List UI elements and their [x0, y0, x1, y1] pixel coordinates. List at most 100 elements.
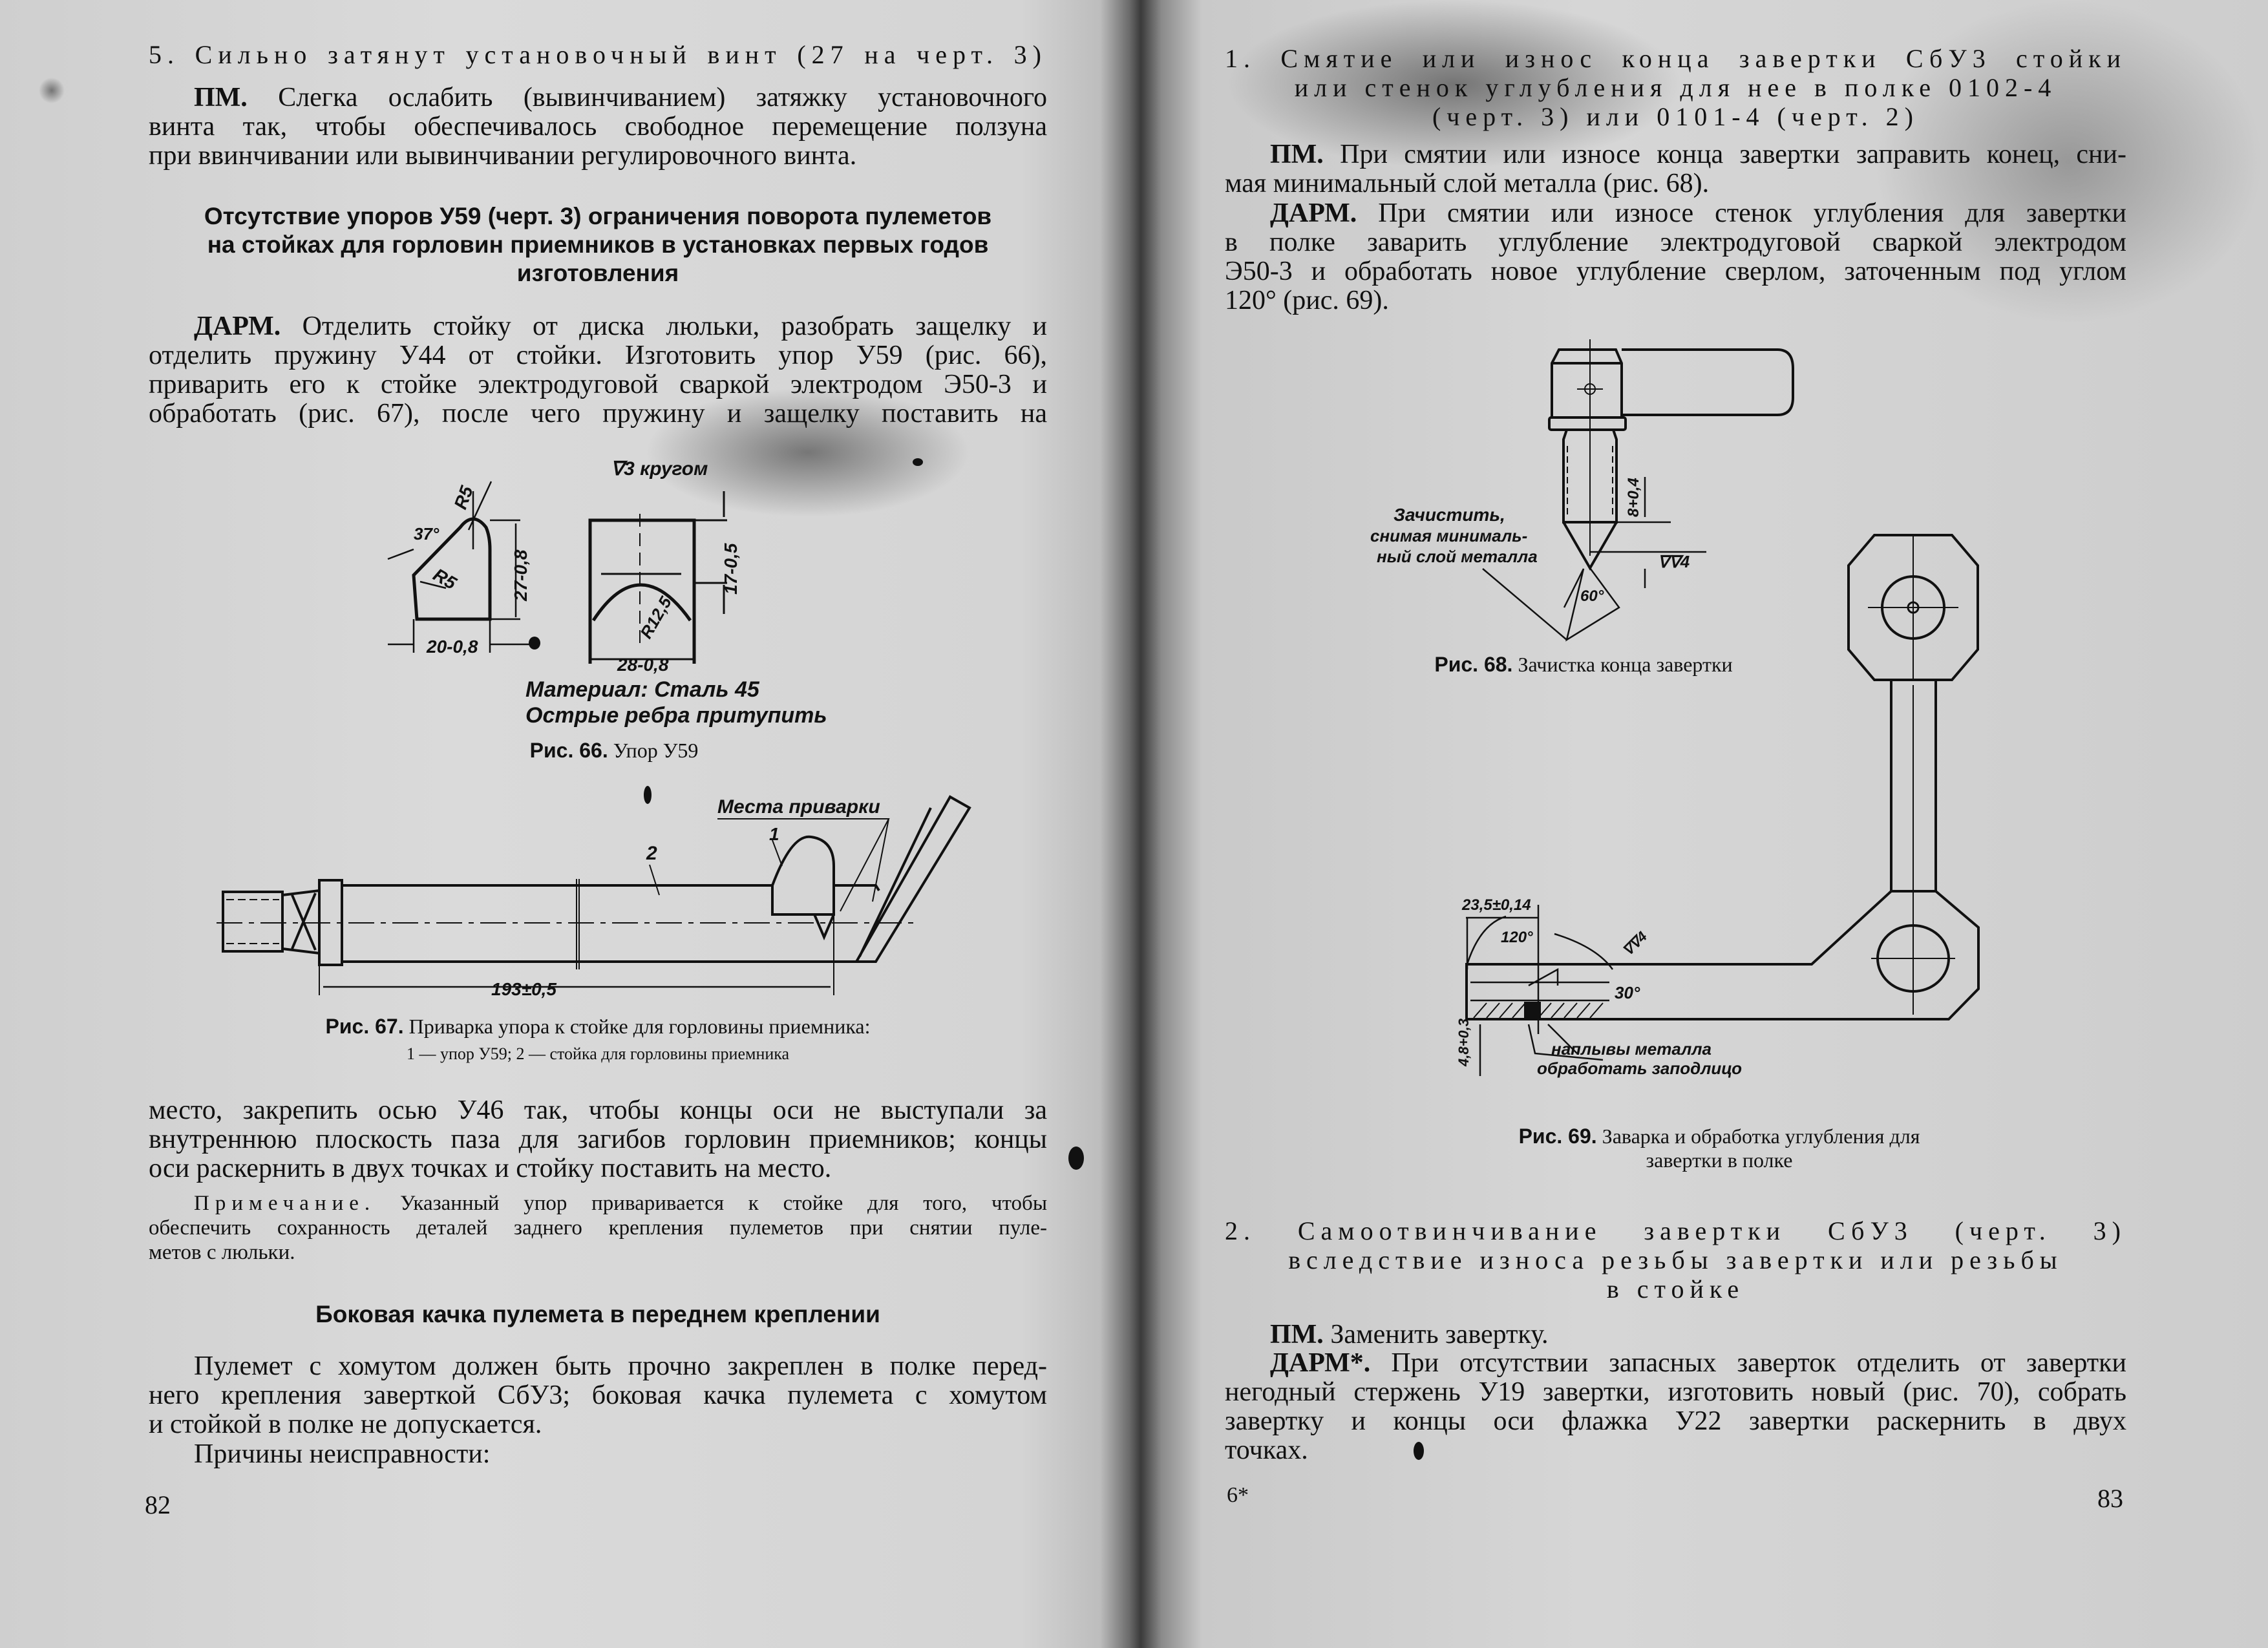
figure-67-title: Приварка упора к стойке для горловины пр… [408, 1015, 871, 1038]
page-number-right: 83 [2097, 1484, 2123, 1513]
signature-mark: 6* [1227, 1483, 1249, 1507]
paragraph-lead: ДАРМ. [194, 312, 281, 341]
cause1-heading: 1. Смятие или износ конца завертки СбУ3 … [1225, 44, 2126, 131]
line-text: метов с люльки. [149, 1241, 295, 1264]
weld-note: обработать заподлицо [1537, 1059, 1742, 1078]
angle-label: 37° [414, 524, 440, 544]
stop-front-view [588, 518, 696, 664]
text-line: мая минимальный слой металла (рис. 68). [1225, 169, 2126, 198]
weld-places-label: Места приварки [717, 796, 880, 818]
ink-blots [529, 458, 1424, 1460]
width-label: 23,5±0,14 [1461, 896, 1531, 914]
line-text: 2. Самоотвинчивание завертки СбУ3 (черт.… [1225, 1216, 2126, 1245]
text-line: и стойкой в полке не допускается. [149, 1410, 1047, 1439]
text-line: отделить пружину У44 от стойки. Изготови… [149, 341, 1047, 370]
line-text: оси раскернить в двух точках и стойку по… [149, 1154, 832, 1183]
figure-69-number: Рис. 69. [1518, 1125, 1597, 1148]
stem [1890, 680, 1937, 891]
text-line: винта так, чтобы обеспечивалось свободно… [149, 112, 1047, 142]
line-text: в стойке [1606, 1274, 1745, 1304]
figure-69-title-line2: завертки в полке [1646, 1148, 1793, 1172]
ink-stain [646, 388, 970, 517]
depth-label: 4,8+0,3 [1456, 1019, 1472, 1067]
line-text: Слегка ослабить (вывинчиванием) затяжку … [278, 83, 1048, 112]
screw-handle [1622, 348, 1794, 416]
text-line: или стенок углубления для нее в полке 01… [1225, 73, 2126, 102]
receiver-plate [854, 795, 971, 963]
line-text: Пулемет с хомутом должен быть прочно зак… [194, 1351, 1047, 1381]
cause2-darm-paragraph: ДАРМ*. При отсутствии запасных заверток … [1225, 1349, 2126, 1465]
ink-stain [1874, 0, 2262, 323]
width-label: 20-0,8 [426, 637, 478, 657]
line-text: на стойках для горловин приемников в уст… [207, 231, 989, 258]
line-text: вследствие износа резьбы завертки или ре… [1288, 1245, 2063, 1274]
text-line: место, закрепить осью У46 так, чтобы кон… [149, 1096, 1047, 1125]
height-label: 27-0,8 [511, 549, 531, 602]
text-line: изготовления [149, 259, 1047, 288]
line-text: Э50-3 и обработать новое углубление свер… [1225, 257, 2126, 286]
weld-hatching [1473, 1002, 1604, 1019]
line-text: винта так, чтобы обеспечивалось свободно… [149, 112, 1047, 142]
paragraph-lead: ДАРМ*. [1270, 1348, 1371, 1378]
lower-octagon-and-arm [1465, 890, 1980, 1020]
roughness-label: ∇∇4 [1620, 928, 1650, 958]
text-line: в стойке [1225, 1274, 2126, 1304]
text-line: него крепления заверткой СбУ3; боковая к… [149, 1381, 1047, 1410]
roughness-label: ∇∇4 [1658, 552, 1690, 571]
text-line: 5. Сильно затянут установочный винт (27 … [149, 40, 1047, 69]
ink-stain [1228, 0, 1680, 168]
hole-mark [1584, 383, 1596, 395]
height-label: 17-0,5 [721, 543, 741, 595]
text-line: 2. Самоотвинчивание завертки СбУ3 (черт.… [1225, 1216, 2126, 1245]
text-line: 120° (рис. 69). [1225, 286, 2126, 315]
stop-part [771, 835, 835, 941]
text-line: обработать (рис. 67), после чего пружину… [149, 399, 1047, 428]
figure-66-number: Рис. 66. [529, 739, 608, 762]
page-number-left: 82 [145, 1490, 171, 1519]
clean-note: снимая минималь- [1370, 526, 1527, 545]
side-play-paragraph: Пулемет с хомутом должен быть прочно зак… [149, 1352, 1047, 1439]
text-line: оси раскернить в двух точках и стойку по… [149, 1154, 1047, 1183]
text-line: в полке заварить углубление электродугов… [1225, 228, 2126, 257]
figure-67-legend: 1 — упор У59; 2 — стойка для горловины п… [406, 1044, 790, 1063]
figure-68-number: Рис. 68. [1434, 653, 1513, 676]
angle-label: 60° [1580, 587, 1604, 605]
line-text: Причины неисправности: [194, 1439, 491, 1469]
paragraph-lead: Примечание. [194, 1192, 376, 1215]
text-line: вследствие износа резьбы завертки или ре… [1225, 1245, 2126, 1274]
weld-note: наплывы металла [1551, 1039, 1712, 1059]
text-line: Пулемет с хомутом должен быть прочно зак… [149, 1352, 1047, 1381]
neck [282, 889, 321, 955]
clean-note: Зачистить, [1394, 505, 1505, 525]
line-text: (черт. 3) или 0101-4 (черт. 2) [1432, 102, 1919, 131]
causes-line: Причины неисправности: [149, 1440, 1047, 1469]
angle-label: 120° [1501, 929, 1533, 946]
text-line: ДАРМ*. При отсутствии запасных заверток … [1225, 1349, 2126, 1378]
text-line: ПМ. При смятии или износе конца завертки… [1225, 140, 2126, 169]
line-text: 120° (рис. 69). [1225, 286, 1389, 315]
paragraph-lead: ПМ. [1270, 1320, 1324, 1349]
figure-66-drawing: ∇3 кругом R5 R5 37° 20-0,8 27-0,8 17-0,5… [387, 458, 827, 728]
clean-note: ный слой металла [1377, 547, 1538, 566]
line-text: отделить пружину У44 от стойки. Изготови… [149, 341, 1047, 370]
ink-stain [39, 78, 65, 103]
text-line: обеспечить сохранность деталей заднего к… [149, 1216, 1047, 1240]
line-text: приварить его к стойке электродуговой св… [149, 370, 1047, 399]
side-play-heading: Боковая качка пулемета в переднем крепле… [149, 1300, 1047, 1329]
text-line: Боковая качка пулемета в переднем крепле… [149, 1300, 1047, 1329]
text-line: Примечание. Указанный упор приваривается… [149, 1191, 1047, 1216]
line-text: или стенок углубления для нее в полке 01… [1294, 73, 2057, 102]
length-label: 193±0,5 [491, 979, 556, 999]
note-paragraph: Примечание. Указанный упор приваривается… [149, 1191, 1047, 1265]
figure-66-title: Упор У59 [613, 739, 699, 762]
line-text: внутреннюю плоскость паза для загибов го… [149, 1125, 1047, 1154]
cause1-darm-paragraph: ДАРМ. При смятии или износе стенок углуб… [1225, 199, 2126, 315]
text-line: 1. Смятие или износ конца завертки СбУ3 … [1225, 44, 2126, 73]
line-text: 1. Смятие или износ конца завертки СбУ3 … [1225, 44, 2126, 73]
cause2-pm-paragraph: ПМ. Заменить завертку. [1225, 1320, 2126, 1349]
section5-heading: 5. Сильно затянут установочный винт (27 … [149, 40, 1047, 69]
text-line: ПМ. Слегка ослабить (вывинчиванием) затя… [149, 83, 1047, 112]
figure-69-drawing: 23,5±0,14 120° 30° ∇∇4 4,8+0,3 наплывы м… [1456, 534, 1980, 1078]
line-text: место, закрепить осью У46 так, чтобы кон… [149, 1095, 1047, 1125]
